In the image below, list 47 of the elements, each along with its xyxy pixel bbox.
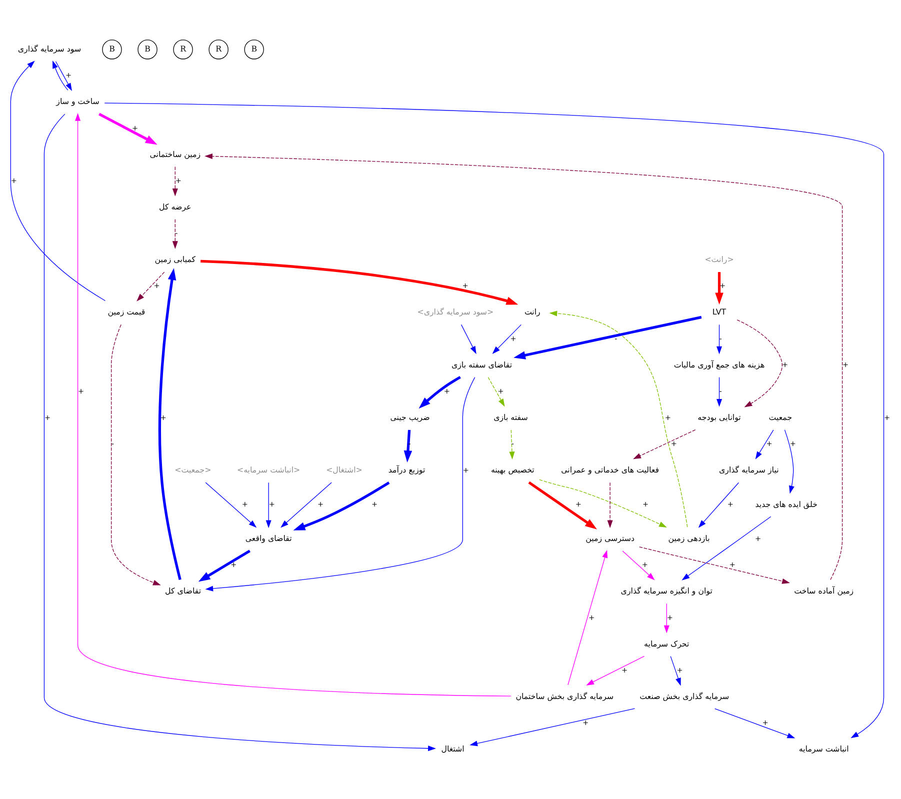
- arrow: [622, 550, 655, 580]
- arrow: [670, 656, 681, 686]
- arrow: [784, 429, 794, 494]
- arrow: [172, 166, 178, 196]
- arrow: [200, 260, 518, 305]
- arrow: [205, 377, 476, 592]
- arrow: [10, 60, 106, 302]
- arrow: [528, 481, 597, 530]
- arrow: [55, 61, 72, 91]
- arrow: [488, 377, 505, 407]
- arrow: [568, 550, 608, 686]
- arrow: [172, 219, 178, 249]
- arrow: [639, 546, 790, 584]
- arrow: [198, 550, 250, 582]
- arrow: [293, 481, 390, 530]
- arrow: [75, 112, 512, 696]
- arrow: [755, 430, 774, 460]
- arrow: [586, 656, 645, 686]
- arrow: [52, 60, 68, 91]
- arrow: [492, 324, 522, 354]
- arrow: [736, 320, 783, 408]
- arrow: [204, 154, 843, 580]
- arrow: [98, 112, 158, 145]
- arrow: [280, 482, 332, 528]
- arrow: [460, 324, 476, 354]
- arrow: [698, 482, 740, 528]
- arrow: [514, 316, 702, 360]
- arrow: [716, 324, 722, 354]
- arrow: [418, 376, 461, 409]
- arrow: [266, 482, 272, 528]
- arrow: [509, 430, 515, 460]
- arrow: [549, 310, 688, 528]
- arrow: [714, 708, 796, 738]
- arrow: [664, 603, 670, 634]
- arrow: [205, 482, 257, 528]
- arrow: [716, 377, 722, 407]
- arrow: [111, 324, 161, 586]
- arrow: [607, 482, 613, 528]
- arrow: [104, 102, 884, 738]
- arrow: [633, 430, 696, 460]
- arrow: [158, 268, 182, 580]
- arrow: [404, 430, 412, 463]
- arrow: [470, 708, 636, 746]
- arrow: [136, 272, 165, 302]
- arrow: [682, 516, 772, 580]
- arrow: [539, 479, 667, 528]
- arrow: [44, 114, 436, 752]
